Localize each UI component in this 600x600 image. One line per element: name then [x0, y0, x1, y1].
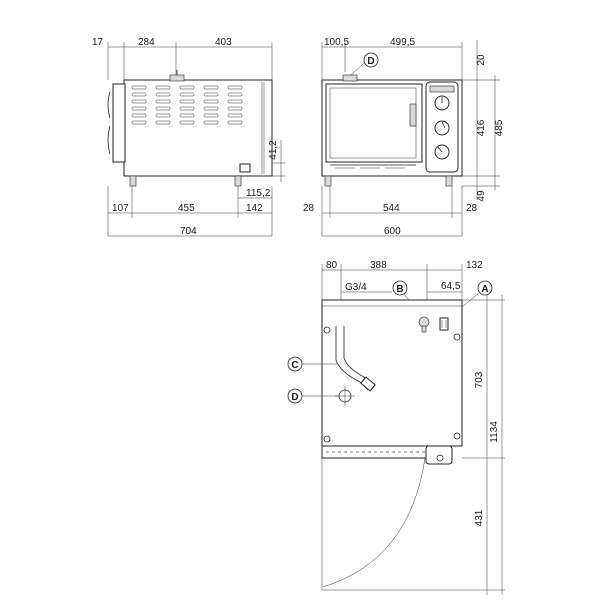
plan-outlet-b-stem — [421, 325, 427, 333]
plan-foot-bl — [323, 435, 331, 443]
front-dim-485: 485 — [494, 119, 505, 136]
plan-foot-tl — [323, 326, 331, 334]
front-callout-d-label: D — [367, 56, 374, 67]
front-dim-20: 20 — [476, 54, 487, 66]
front-vent-cap — [342, 74, 358, 82]
plan-callout-b — [392, 280, 408, 296]
plan-pipe-end — [360, 376, 376, 392]
front-dim-28-left: 28 — [303, 203, 315, 214]
side-dim-455: 455 — [178, 203, 195, 214]
plan-dim-1134: 1134 — [489, 421, 500, 443]
plan-dim-431: 431 — [474, 509, 485, 526]
front-door — [325, 83, 423, 163]
front-dim-49: 49 — [476, 190, 487, 202]
front-dim-100-5: 100,5 — [324, 37, 349, 48]
plan-callout-a-label: A — [481, 284, 488, 295]
plan-callout-a — [477, 280, 493, 296]
front-leg-left — [324, 175, 332, 187]
plan-control-knob — [436, 454, 444, 462]
plan-callout-d-label: D — [291, 392, 298, 403]
plan-dim-703: 703 — [474, 371, 485, 388]
side-dim-17: 17 — [92, 37, 104, 48]
plan-callout-b-label: B — [396, 284, 403, 295]
side-leg-right — [234, 175, 242, 187]
plan-view: 80 388 132 G3/4 64,5 B A — [287, 260, 505, 595]
plan-foot-tr — [453, 333, 461, 341]
front-dim-544: 544 — [383, 203, 400, 214]
side-leg-left — [129, 175, 137, 187]
side-dim-41-2: 41,2 — [268, 140, 279, 160]
side-dim-704: 704 — [180, 226, 197, 237]
side-vent-cap — [169, 74, 185, 82]
plan-dim-64-5: 64,5 — [441, 281, 461, 292]
side-dim-107: 107 — [112, 203, 129, 214]
front-dim-416: 416 — [476, 119, 487, 136]
side-vent-slots — [131, 85, 243, 125]
plan-dim-80: 80 — [326, 260, 338, 271]
plan-foot-br — [453, 432, 461, 440]
front-handle — [409, 103, 417, 127]
side-body — [123, 79, 273, 177]
plan-water-pipe — [335, 326, 369, 391]
front-callout-d — [363, 52, 379, 68]
side-view: 17 284 403 41 — [92, 37, 285, 237]
side-dim-115-2: 115,2 — [246, 188, 271, 199]
knob-middle — [434, 120, 450, 136]
front-view: 100,5 499,5 D 20 — [303, 37, 505, 237]
plan-callout-c-label: C — [291, 360, 298, 371]
front-dim-499-5: 499,5 — [390, 37, 415, 48]
front-leg-right — [445, 175, 453, 187]
control-display — [429, 85, 455, 93]
side-dim-284: 284 — [138, 37, 155, 48]
front-dim-28-right: 28 — [466, 203, 478, 214]
side-dim-142: 142 — [246, 203, 263, 214]
side-connector — [239, 163, 251, 173]
plan-connector-a — [439, 317, 449, 331]
plan-pipe-label: G3/4 — [345, 282, 367, 293]
front-dim-600: 600 — [384, 226, 401, 237]
side-dim-403: 403 — [215, 37, 232, 48]
plan-door-arc — [322, 457, 426, 588]
plan-outlet-b — [418, 316, 430, 328]
plan-dim-132: 132 — [466, 260, 483, 271]
plan-dim-388: 388 — [370, 260, 387, 271]
side-door — [112, 83, 126, 163]
